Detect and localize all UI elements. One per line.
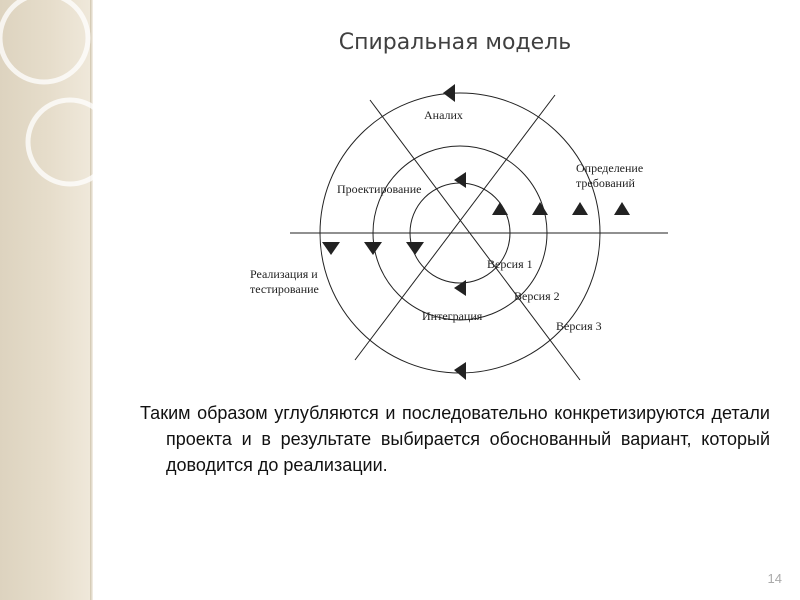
label-implementation-line1: Реализация и [250, 267, 318, 281]
arrow-integration [454, 280, 466, 296]
decorative-rings [0, 0, 115, 187]
slide-title: Спиральная модель [338, 30, 572, 55]
label-implementation-line2: тестирование [250, 282, 319, 296]
spiral-loop-2 [372, 145, 548, 321]
diagonal-line-2 [354, 94, 556, 361]
sidebar-edge [90, 0, 93, 600]
arrow-down-1 [322, 242, 340, 255]
arrow-down-2 [364, 242, 382, 255]
label-version-1: Версия 1 [487, 257, 533, 271]
diagonal-line-1 [369, 99, 581, 381]
label-requirements-line1: Определение [576, 161, 643, 175]
label-requirements-line2: требований [576, 176, 636, 190]
arrow-up-1 [492, 202, 508, 215]
label-version-2: Версия 2 [514, 289, 560, 303]
arrow-up-2 [532, 202, 548, 215]
arrow-up-3 [572, 202, 588, 215]
arrow-down-3 [406, 242, 424, 255]
label-design: Проектирование [337, 182, 421, 196]
slide-number: 14 [767, 571, 782, 586]
arrow-outer-bottom [454, 362, 466, 380]
label-version-3: Версия 3 [556, 319, 602, 333]
arrow-analysis [443, 84, 455, 102]
label-analysis: Аналих [424, 108, 463, 122]
arrow-design [454, 172, 466, 188]
arrow-up-4 [614, 202, 630, 215]
label-integration: Интеграция [422, 309, 483, 323]
slide-body-text: Таким образом углубляются и последовател… [140, 403, 770, 475]
